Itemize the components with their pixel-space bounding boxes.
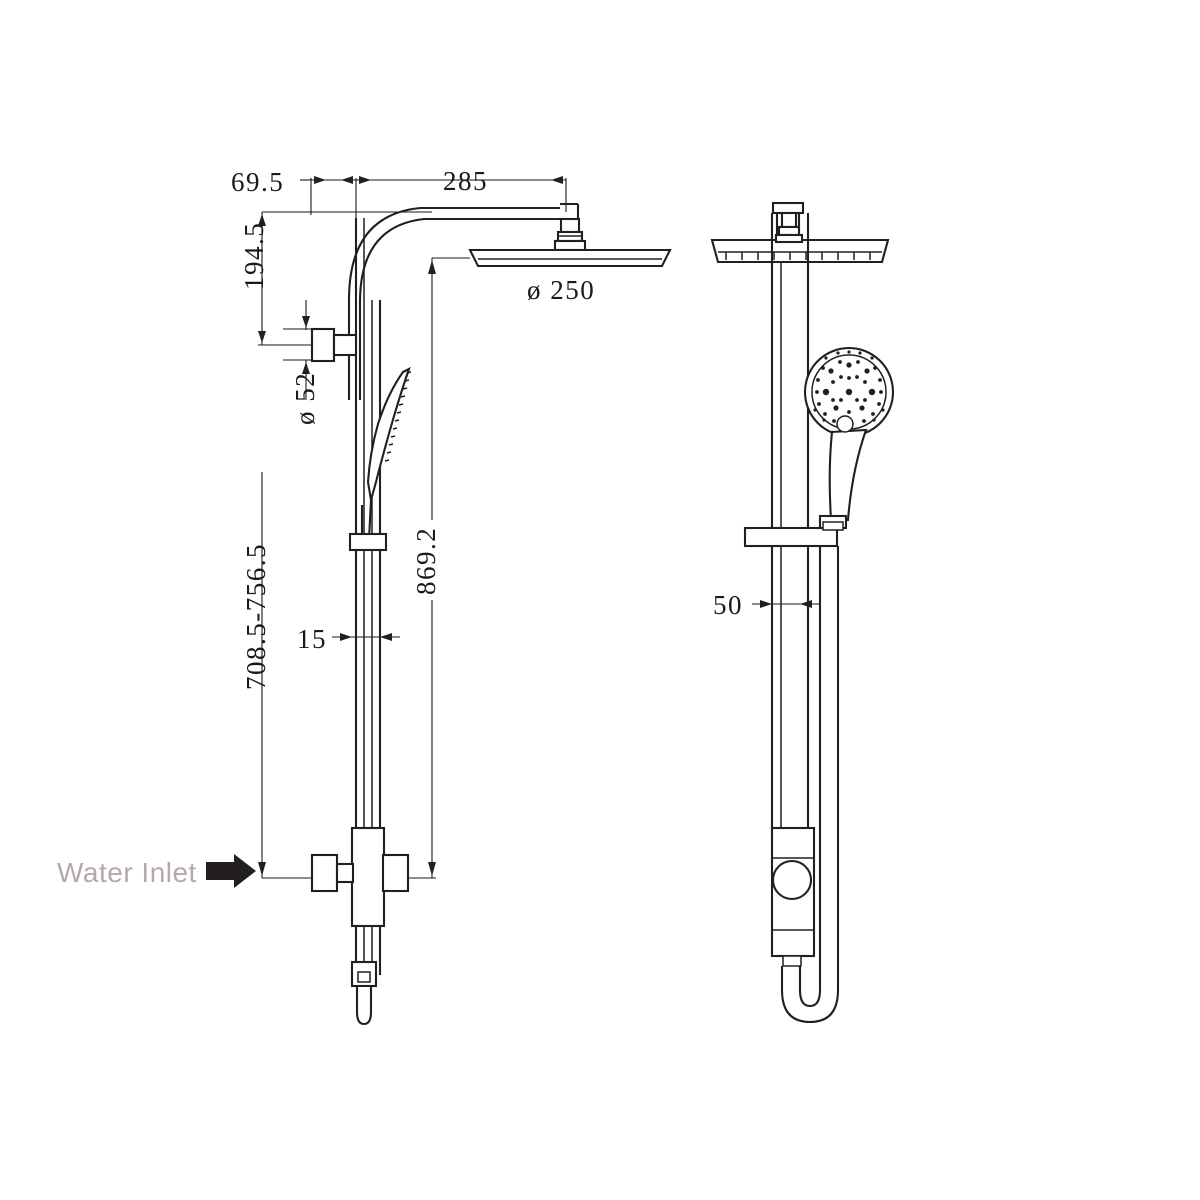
rail-slider-side [348, 532, 388, 552]
rainhead-front [710, 238, 890, 264]
handheld-shower-side [360, 366, 412, 541]
dim-label-69-5: 69.5 [231, 167, 284, 197]
side-view [206, 176, 672, 1026]
dim-top-chain [300, 176, 567, 218]
dim-label-50: 50 [713, 590, 743, 620]
hose-outlet-side [350, 960, 378, 1026]
wall-bracket-side [310, 327, 358, 363]
rainhead-side [468, 248, 672, 268]
dim-d52 [283, 300, 316, 400]
dim-50 [752, 600, 820, 608]
water-inlet-arrow-icon [206, 854, 256, 888]
mixer-body-side [310, 826, 410, 928]
rail-bracket-front [743, 514, 848, 975]
hose-front [780, 955, 840, 1024]
dim-label-d52: ø 52 [290, 372, 320, 425]
rainhead-connector-side [553, 217, 587, 252]
water-inlet-label: Water Inlet [57, 857, 197, 888]
front-view [710, 201, 895, 1024]
dim-194 [258, 211, 432, 346]
dim-label-194-5: 194.5 [239, 222, 269, 290]
dim-rail-range [258, 472, 312, 879]
dim-label-d250: ø 250 [527, 275, 595, 305]
arm-connector-front [771, 201, 805, 244]
dim-label-285: 285 [443, 166, 488, 196]
dim-label-rail-range: 708.5-756.5 [241, 543, 271, 690]
dim-overall-height [404, 257, 470, 879]
handheld-shower-front [803, 346, 895, 522]
mixer-body-front [770, 826, 816, 958]
rail-column-front [770, 213, 810, 835]
dim-label-869-2: 869.2 [411, 527, 441, 595]
dim-label-15: 15 [297, 624, 327, 654]
dim-15 [332, 633, 400, 641]
